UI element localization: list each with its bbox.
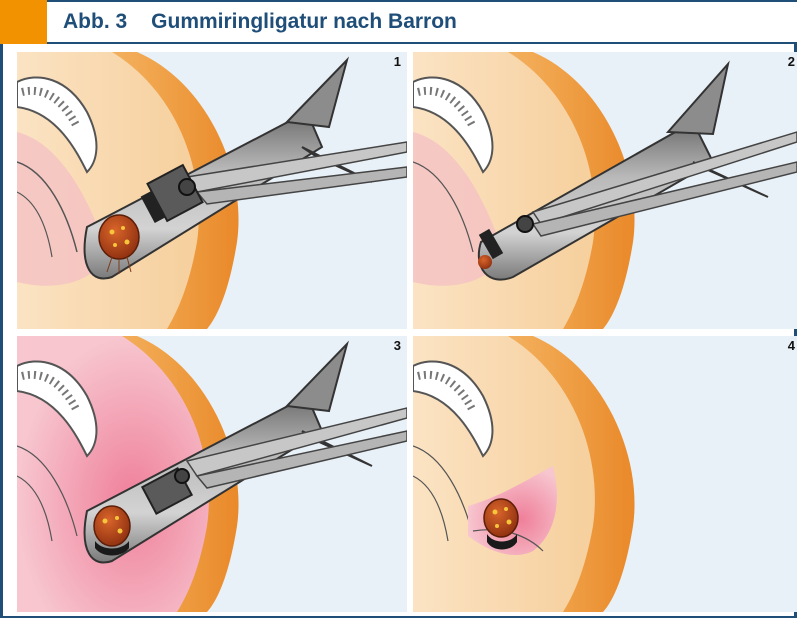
panel-number: 2 (788, 54, 795, 69)
panel-3: 3 (17, 336, 407, 612)
figure-label: Abb. 3 (63, 10, 127, 33)
illustration-panel-4 (413, 336, 797, 612)
panel-4: 4 (413, 336, 797, 612)
panel-number: 3 (394, 338, 401, 353)
panel-number: 1 (394, 54, 401, 69)
illustration-panel-3 (17, 336, 407, 612)
illustration-panel-2 (413, 52, 797, 329)
panel-2: 2 (413, 52, 797, 329)
hemorrhoid (94, 506, 130, 546)
hemorrhoid (484, 499, 518, 537)
panel-number: 4 (788, 338, 795, 353)
figure-caption: Gummiringligatur nach Barron (151, 10, 457, 33)
figure-header: Abb. 3 Gummiringligatur nach Barron (3, 0, 797, 44)
header-accent-bar (0, 0, 47, 44)
hemorrhoid (478, 255, 492, 269)
illustration-panel-1 (17, 52, 407, 329)
panel-1: 1 (17, 52, 407, 329)
figure-title: Abb. 3 Gummiringligatur nach Barron (63, 10, 457, 34)
